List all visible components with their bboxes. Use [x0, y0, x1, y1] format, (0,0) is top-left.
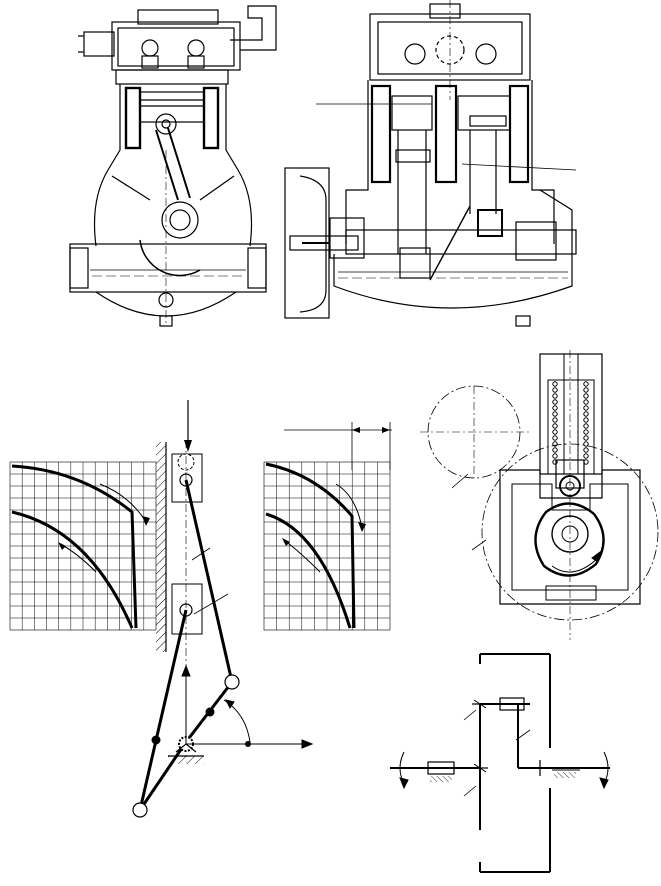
link-crank — [138, 609, 188, 811]
link-coupler — [184, 479, 234, 683]
spring-coil — [552, 459, 558, 465]
spring-coil — [583, 381, 589, 387]
spring-coil — [583, 423, 589, 429]
cam-follower-detail — [420, 350, 659, 640]
spring-coil — [583, 405, 589, 411]
engine-front-section — [69, 5, 277, 327]
cam-profile-left-inner — [11, 510, 134, 629]
spring-coil — [552, 411, 558, 417]
gear-train — [390, 653, 610, 873]
cam-profile-right-outer — [265, 462, 356, 629]
cam-grid-right-lines — [264, 462, 390, 630]
spring-coil — [552, 399, 558, 405]
spring-coil — [552, 381, 558, 387]
link-lower — [138, 741, 188, 811]
spring-coil — [552, 447, 558, 453]
spring-coil — [583, 429, 589, 435]
spring-coil — [552, 423, 558, 429]
linkage-diagram — [132, 479, 314, 818]
spring-coil — [552, 393, 558, 399]
spring-coil — [552, 417, 558, 423]
spring-coil — [552, 453, 558, 459]
joint-upper-right — [224, 674, 240, 690]
joint-lower-left — [132, 802, 148, 818]
follower-spring — [552, 381, 589, 465]
spring-coil — [552, 441, 558, 447]
cam-diagram — [9, 400, 392, 760]
engine-side-section — [284, 0, 577, 327]
spring-coil — [583, 399, 589, 405]
cam-disk — [534, 502, 605, 577]
spring-coil — [552, 405, 558, 411]
spring-coil — [583, 387, 589, 393]
spring-coil — [552, 429, 558, 435]
cam-base-circle — [481, 443, 659, 621]
spring-coil — [583, 453, 589, 459]
spring-coil — [583, 441, 589, 447]
spring-coil — [583, 393, 589, 399]
spring-coil — [552, 435, 558, 441]
spring-coil — [552, 387, 558, 393]
spring-coil — [583, 417, 589, 423]
spring-coil — [583, 411, 589, 417]
cam-profile-right-inner — [265, 512, 352, 629]
cam-profile-left-outer — [11, 464, 138, 629]
joint-mid-right — [205, 707, 215, 717]
spring-coil — [583, 435, 589, 441]
spring-coil — [583, 447, 589, 453]
joint-mid — [151, 735, 161, 745]
